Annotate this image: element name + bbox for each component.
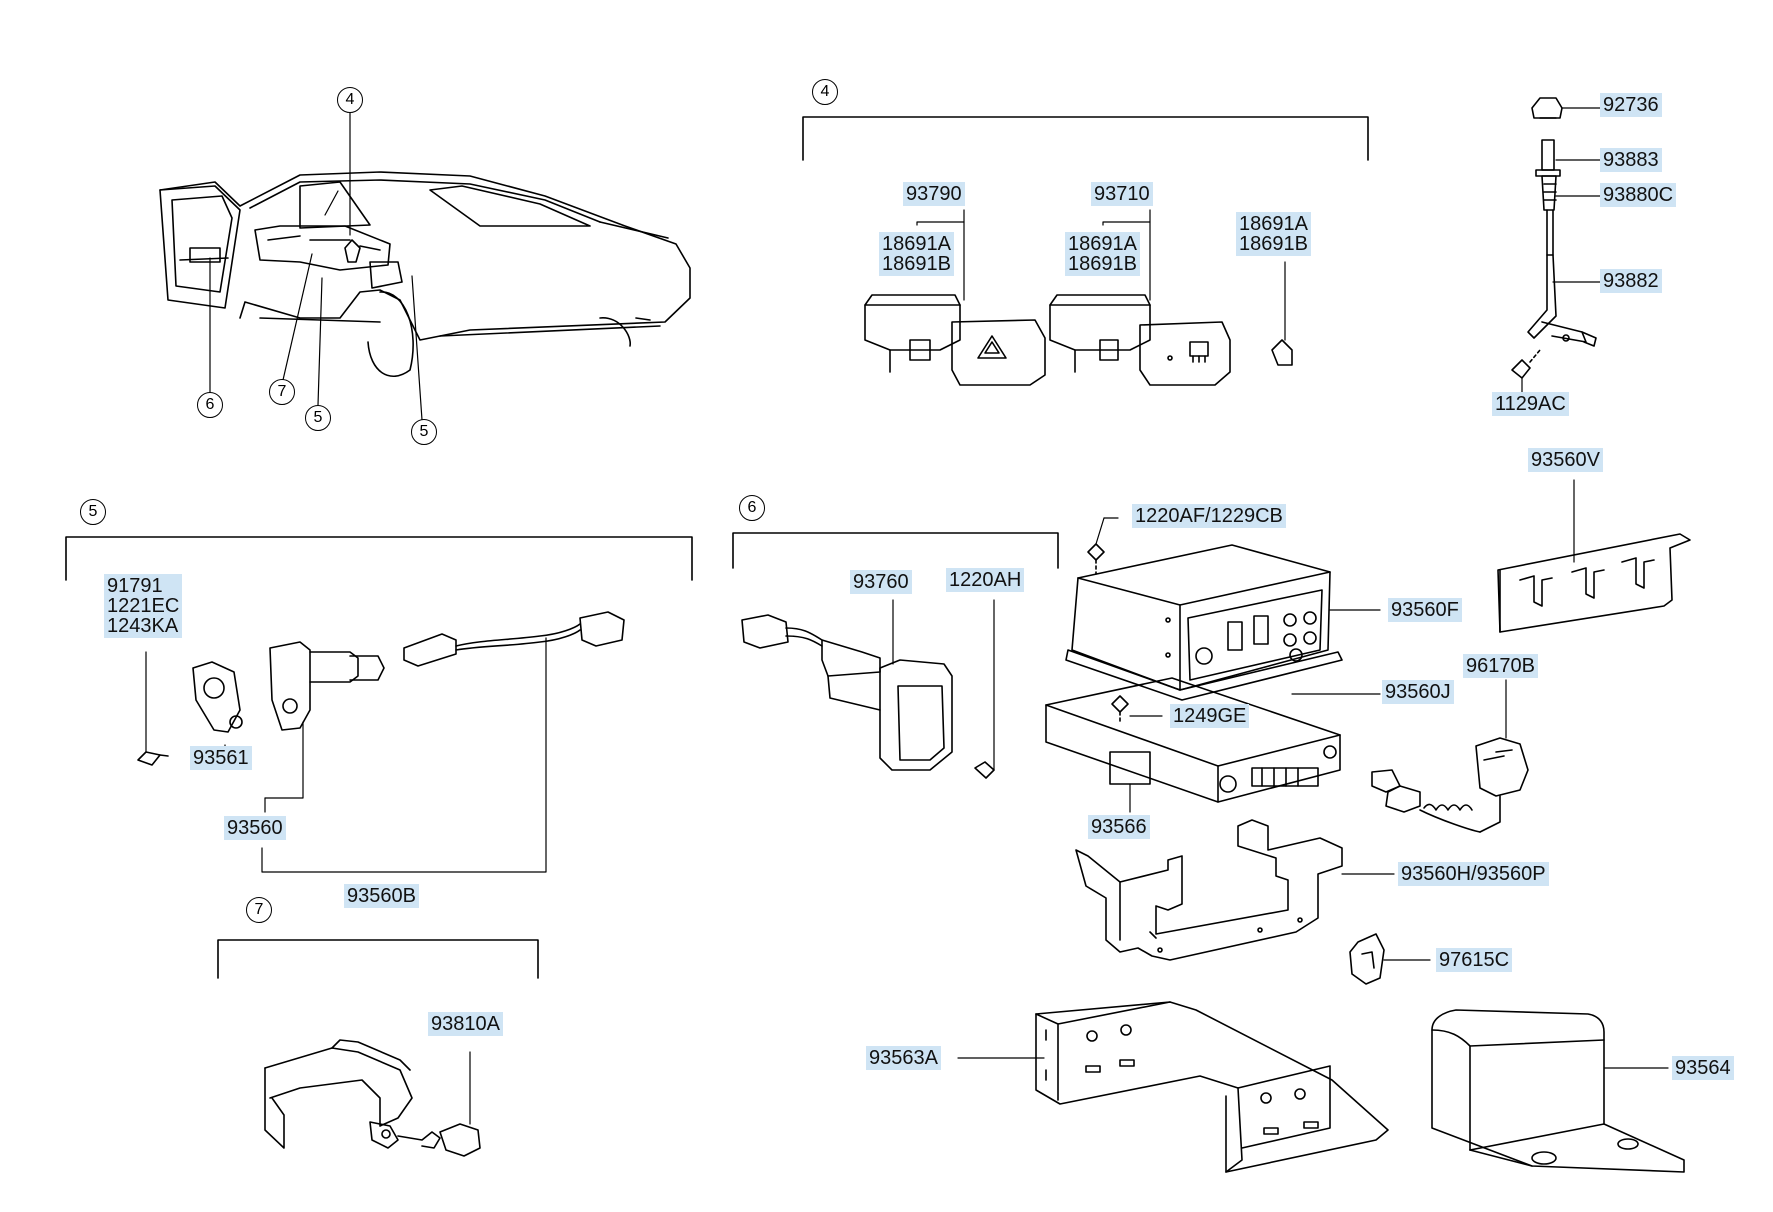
sensor-96170B <box>1371 679 1529 833</box>
door-switch-drawing <box>137 611 625 766</box>
part-label-93790: 93790 <box>903 182 965 206</box>
part-label-1220AH: 1220AH <box>946 568 1025 592</box>
callout-7-group: 7 <box>246 897 272 923</box>
control-unit-93560J <box>1045 677 1341 803</box>
part-label-93810A: 93810A <box>428 1012 503 1036</box>
part-label-93560H-93560P: 93560H/93560P <box>1398 862 1549 886</box>
bulb-drawing <box>1271 261 1293 366</box>
part-label-93560: 93560 <box>224 816 286 840</box>
part-label-96170B: 96170B <box>1463 654 1538 678</box>
part-label-93564: 93564 <box>1672 1056 1734 1080</box>
group-4-leaders <box>916 209 1151 301</box>
callout-5-car-b: 5 <box>411 419 437 445</box>
part-label-1220AF-1229CB: 1220AF/1229CB <box>1132 504 1286 528</box>
part-label-92736: 92736 <box>1600 93 1662 117</box>
cover-93564 <box>1431 1009 1685 1173</box>
bracket-93566 <box>1109 751 1151 813</box>
part-label-93560B: 93560B <box>344 884 419 908</box>
part-label-93566: 93566 <box>1088 815 1150 839</box>
callout-6-group: 6 <box>739 495 765 521</box>
callout-6-car: 6 <box>197 392 223 418</box>
part-label-93790-sub: 18691A 18691B <box>879 232 954 276</box>
part-label-18691-bulb: 18691A 18691B <box>1236 212 1311 256</box>
callout-4-group: 4 <box>812 79 838 105</box>
part-label-93561: 93561 <box>190 746 252 770</box>
part-label-93710: 93710 <box>1091 182 1153 206</box>
group-7-frame <box>217 939 539 979</box>
hazard-switch-drawing <box>864 294 1046 386</box>
clip-97615C <box>1349 933 1385 985</box>
control-unit-leaders <box>957 609 1669 1069</box>
part-label-93560V: 93560V <box>1528 448 1603 472</box>
callout-4-car: 4 <box>337 87 363 113</box>
antenna-leaders <box>1521 107 1601 393</box>
part-label-1249GE: 1249GE <box>1170 704 1250 728</box>
part-label-93710-sub: 18691A 18691B <box>1065 232 1140 276</box>
car-callout-leaders <box>209 112 423 421</box>
callout-5-group: 5 <box>80 499 106 525</box>
part-label-93563A: 93563A <box>866 1046 941 1070</box>
part-label-93560F: 93560F <box>1388 598 1462 622</box>
trunk-switch-drawing <box>741 599 995 779</box>
defog-switch-drawing <box>1049 294 1231 386</box>
car-illustration <box>159 171 691 377</box>
cover-93560V <box>1497 479 1691 633</box>
part-label-93882: 93882 <box>1600 269 1662 293</box>
part-label-93880C: 93880C <box>1600 183 1677 207</box>
callout-7-car: 7 <box>269 379 295 405</box>
part-label-91791-1221EC-1243KA: 91791 1221EC 1243KA <box>104 574 183 638</box>
part-label-1129AC: 1129AC <box>1492 392 1569 416</box>
pedal-switch-drawing <box>264 1039 481 1157</box>
group-4-frame <box>802 116 1369 161</box>
group-5-leaders <box>224 637 547 873</box>
mounting-bracket-93560H <box>1075 819 1343 961</box>
part-label-93883: 93883 <box>1600 148 1662 172</box>
screw-1249GE <box>1111 695 1129 725</box>
group-6-frame <box>732 532 1059 569</box>
group-5-frame <box>65 536 693 581</box>
part-label-93560J: 93560J <box>1382 680 1454 704</box>
base-plate-93563A <box>1035 1001 1389 1173</box>
part-label-97615C: 97615C <box>1436 948 1513 972</box>
control-unit-93560F <box>1065 544 1343 701</box>
screw-1220AF <box>1087 517 1119 575</box>
antenna-drawing <box>1511 97 1597 379</box>
part-label-93760: 93760 <box>850 570 912 594</box>
callout-5-car-a: 5 <box>305 405 331 431</box>
